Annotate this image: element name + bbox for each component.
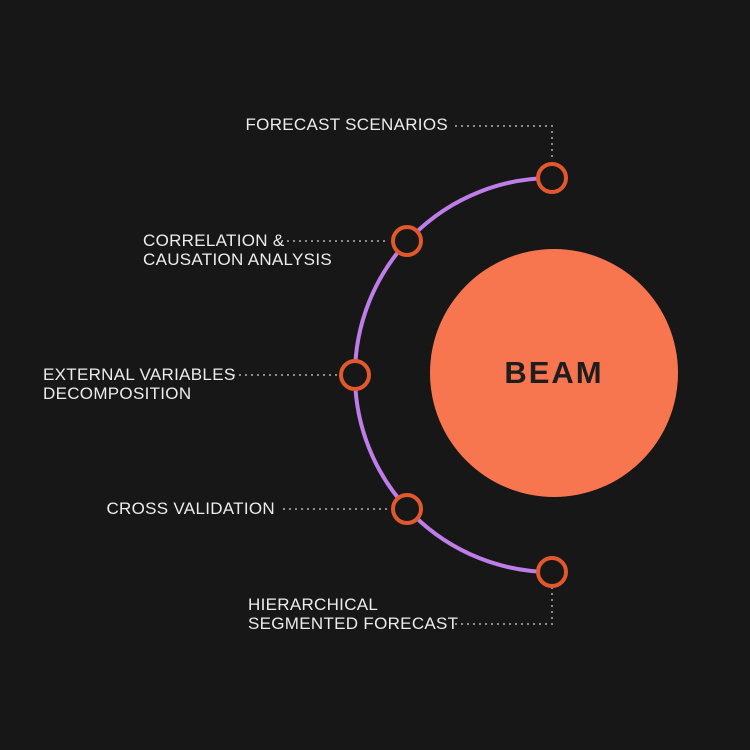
node-forecast-scenarios	[536, 162, 568, 194]
label-line: EXTERNAL VARIABLES	[43, 365, 236, 384]
label-cross-validation: CROSS VALIDATION	[106, 499, 275, 518]
connector-forecast-scenarios	[455, 125, 553, 161]
label-line: CROSS VALIDATION	[106, 499, 275, 518]
label-line: FORECAST SCENARIOS	[245, 115, 448, 134]
connector-hierarchical-segmented	[455, 588, 553, 625]
label-line: DECOMPOSITION	[43, 384, 192, 403]
node-cross-validation	[391, 493, 423, 525]
label-line: HIERARCHICAL	[248, 595, 379, 614]
label-line: CAUSATION ANALYSIS	[143, 250, 332, 269]
label-forecast-scenarios: FORECAST SCENARIOS	[245, 115, 448, 134]
node-hierarchical-segmented	[536, 556, 568, 588]
node-correlation-causation	[391, 225, 423, 257]
label-hierarchical-segmented: HIERARCHICAL SEGMENTED FORECAST	[248, 595, 458, 633]
label-correlation-causation: CORRELATION & CAUSATION ANALYSIS	[143, 231, 332, 269]
label-line: CORRELATION &	[143, 231, 285, 250]
label-external-variables: EXTERNAL VARIABLES DECOMPOSITION	[43, 365, 235, 403]
beam-title: BEAM	[504, 355, 604, 390]
beam-center-circle	[430, 249, 678, 497]
node-external-variables	[339, 359, 371, 391]
label-line: SEGMENTED FORECAST	[248, 614, 459, 633]
